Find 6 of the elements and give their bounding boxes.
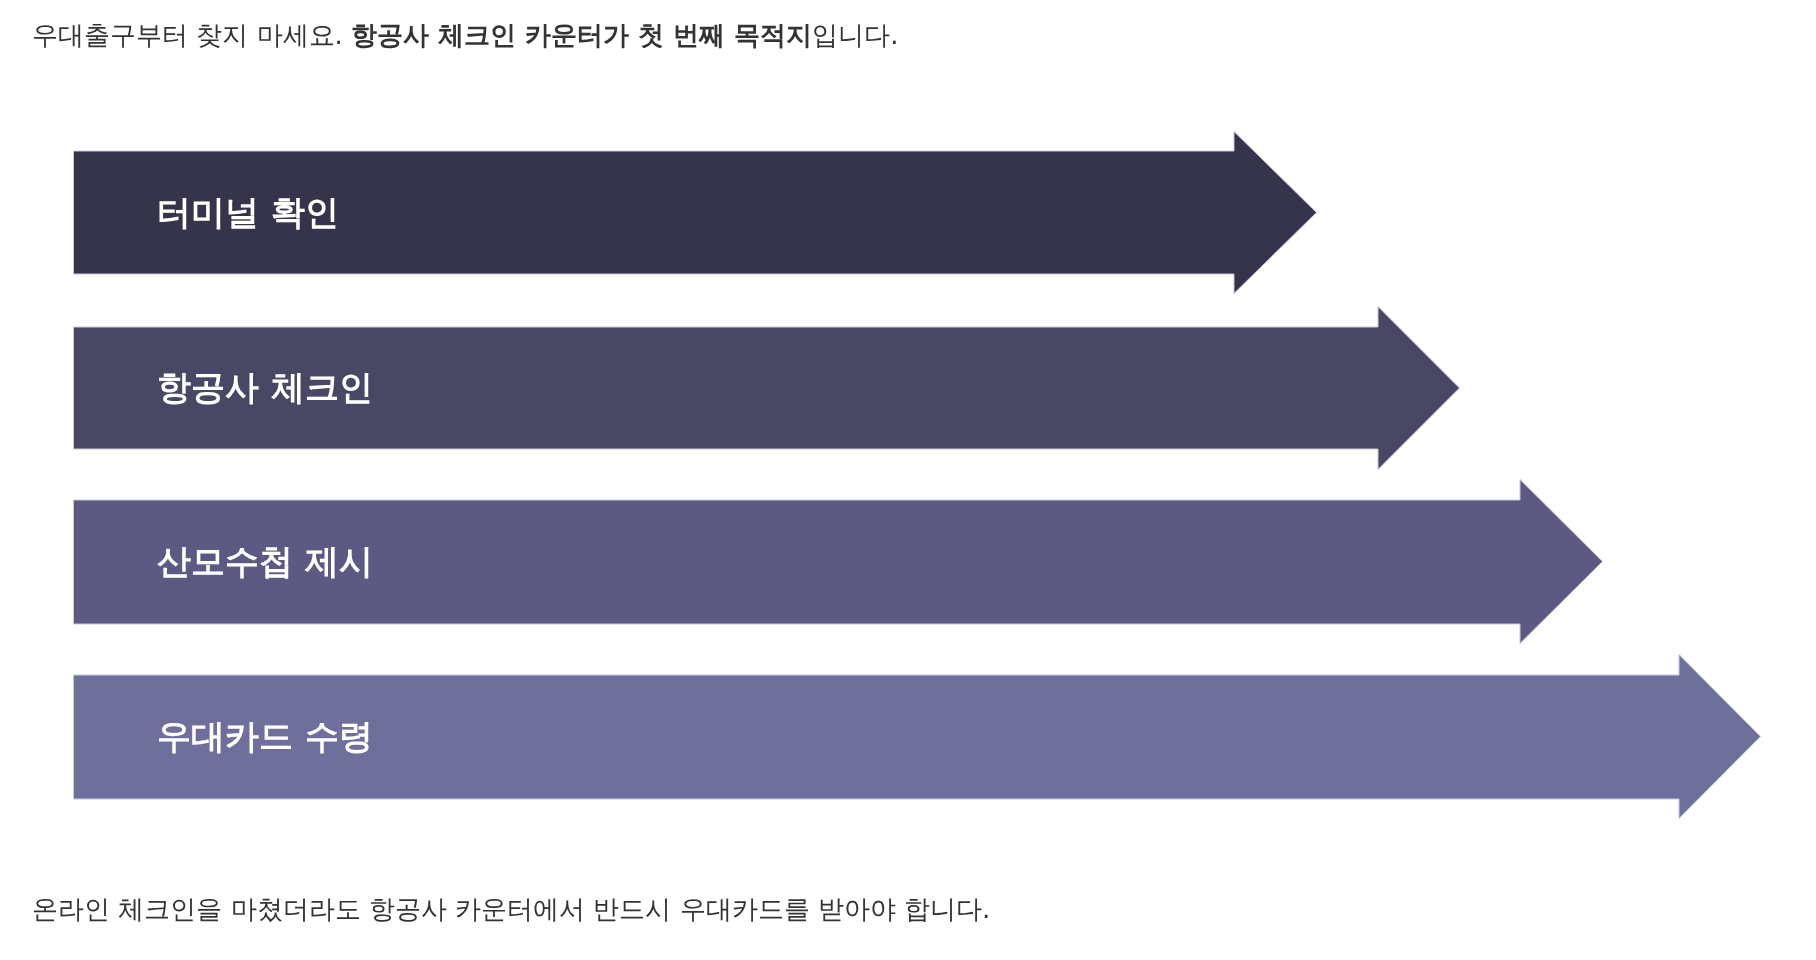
step-label: 항공사 체크인 <box>157 366 373 409</box>
heading: 우대출구부터 찾지 마세요. 항공사 체크인 카운터가 첫 번째 목적지입니다. <box>32 19 899 52</box>
step-label: 우대카드 수령 <box>157 714 373 758</box>
step-label: 산모수첩 제시 <box>157 539 373 583</box>
caption-text: 온라인 체크인을 마쳤더라도 항공사 카운터에서 반드시 우대카드를 받아야 합니다. <box>32 893 991 926</box>
step-label: 터미널 확인 <box>157 190 339 234</box>
